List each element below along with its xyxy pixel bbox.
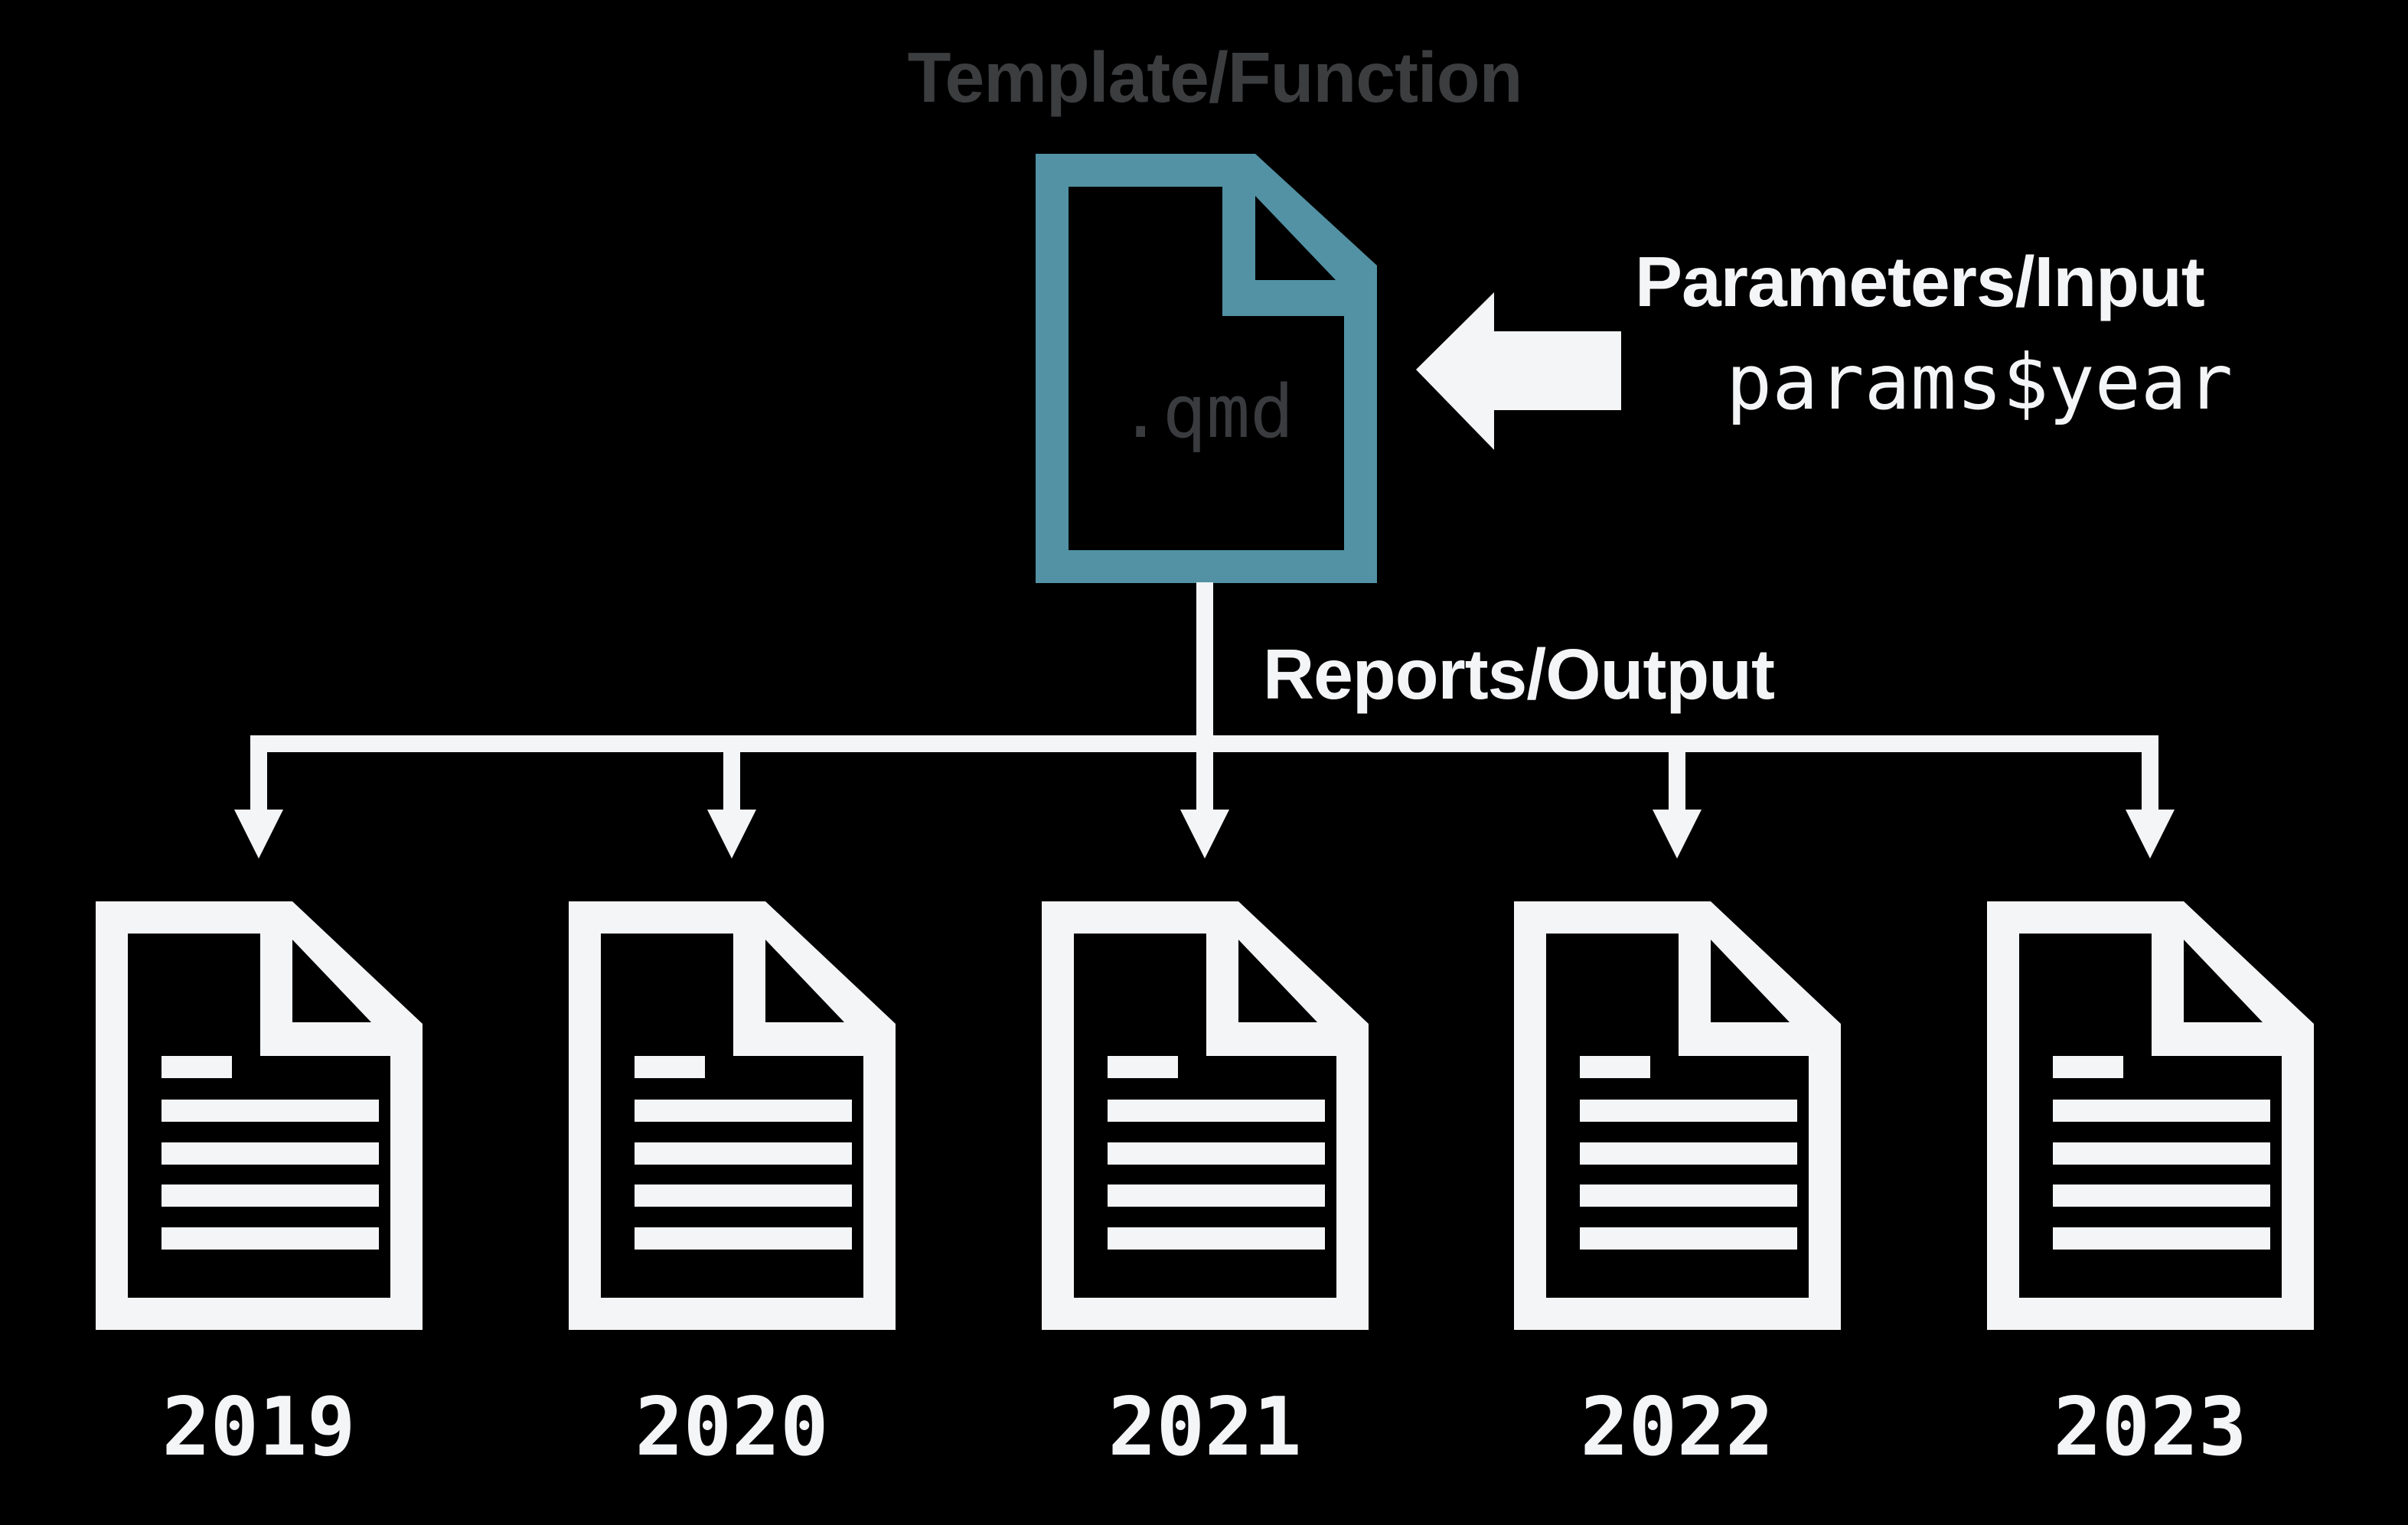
page-title: Template/Function bbox=[907, 37, 1523, 117]
arrow-down-icon bbox=[234, 810, 283, 859]
report-file-icon bbox=[96, 901, 423, 1330]
arrow-down-icon bbox=[2126, 810, 2175, 859]
folded-corner-cut bbox=[1255, 196, 1336, 280]
arrow-down-icon bbox=[707, 810, 756, 859]
folded-corner-cut bbox=[765, 940, 844, 1022]
folded-corner-cut bbox=[2184, 940, 2263, 1022]
reports-heading: Reports/Output bbox=[1263, 634, 1775, 714]
tree-branch-line bbox=[2142, 752, 2158, 810]
folded-corner-cut bbox=[1238, 940, 1317, 1022]
tree-branch-line bbox=[723, 752, 740, 810]
document-text-lines bbox=[635, 1056, 852, 1250]
report-file-icon bbox=[1042, 901, 1369, 1330]
year-label: 2022 bbox=[1580, 1380, 1774, 1474]
year-label: 2021 bbox=[1108, 1380, 1302, 1474]
report-file-icon bbox=[569, 901, 896, 1330]
arrow-down-icon bbox=[1653, 810, 1702, 859]
parameters-heading: Parameters/Input bbox=[1635, 242, 2205, 321]
tree-branch-line bbox=[1196, 752, 1213, 810]
year-label: 2020 bbox=[635, 1380, 829, 1474]
year-label: 2023 bbox=[2053, 1380, 2247, 1474]
qmd-file-label: .qmd bbox=[1118, 370, 1294, 455]
folded-corner-cut bbox=[292, 940, 371, 1022]
tree-branch-line bbox=[250, 752, 267, 810]
document-text-lines bbox=[1580, 1056, 1797, 1250]
document-text-lines bbox=[1108, 1056, 1325, 1250]
arrow-left-icon bbox=[1416, 292, 1621, 450]
folded-corner-cut bbox=[1711, 940, 1790, 1022]
tree-horizontal-line bbox=[250, 735, 2158, 752]
year-label: 2019 bbox=[162, 1380, 356, 1474]
parameters-code: params$year bbox=[1726, 337, 2233, 427]
arrow-down-icon bbox=[1180, 810, 1229, 859]
tree-branch-line bbox=[1669, 752, 1685, 810]
qmd-file-icon bbox=[1036, 154, 1377, 583]
document-text-lines bbox=[162, 1056, 379, 1250]
report-file-icon bbox=[1514, 901, 1841, 1330]
document-text-lines bbox=[2053, 1056, 2270, 1250]
tree-trunk-line bbox=[1196, 582, 1213, 736]
report-file-icon bbox=[1987, 901, 2314, 1330]
